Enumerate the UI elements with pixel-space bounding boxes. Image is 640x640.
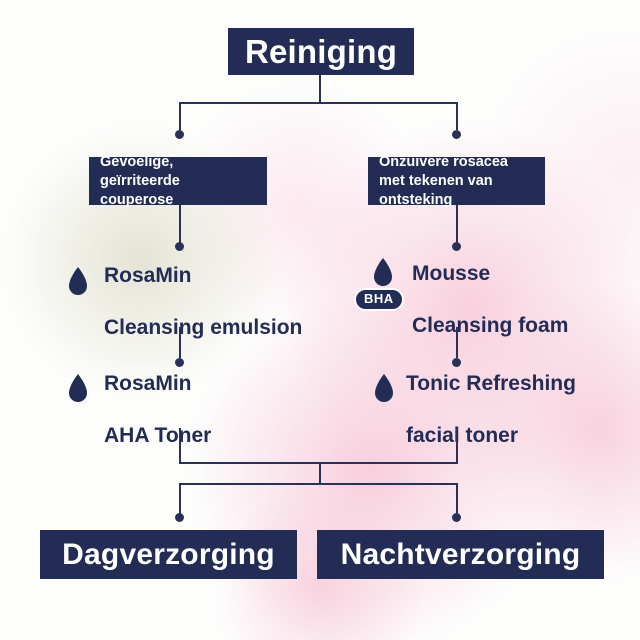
droplet-icon [69,374,87,402]
product-name: RosaMin AHA Toner [104,371,211,449]
condition-box-left: Gevoelige, geïrriteerde couperose [89,154,267,208]
connector-line [456,102,458,130]
product-name: Mousse Cleansing foam [412,261,568,339]
connector-line [179,102,458,104]
connector-dot [452,130,461,139]
connector-line [456,428,458,464]
product-line1: Mousse [412,262,491,285]
connector-dot [452,513,461,522]
connector-line [456,327,458,358]
connector-line [179,462,458,464]
condition-box-right: Onzuivere rosacea met tekenen van ontste… [368,154,545,208]
connector-dot [175,242,184,251]
connector-dot [175,358,184,367]
condition-label-right: Onzuivere rosacea met tekenen van ontste… [379,153,508,208]
product-line2: Cleansing foam [412,314,569,337]
product-line1: RosaMin [104,372,192,395]
root-node-label: Reiniging [244,32,398,70]
connector-line [179,483,181,514]
product-line1: RosaMin [104,264,192,287]
connector-line [179,102,181,130]
product-line1: Tonic Refreshing [406,372,576,395]
droplet-icon [374,258,392,286]
bha-badge-label: BHA [364,291,394,306]
connector-line [456,483,458,514]
connector-line [319,462,321,485]
product-line2: Cleansing emulsion [104,316,303,339]
outcome-label-night: Nachtverzorging [340,537,581,571]
connector-line [179,483,458,485]
connector-dot [175,513,184,522]
product-name: RosaMin Cleansing emulsion [104,263,302,341]
outcome-box-day: Dagverzorging [40,530,297,579]
droplet-icon [375,374,393,402]
outcome-label-day: Dagverzorging [62,537,275,571]
product-name: Tonic Refreshing facial toner [406,371,576,449]
droplet-icon [69,267,87,295]
connector-line [319,75,321,103]
connector-line [179,327,181,358]
connector-dot [175,130,184,139]
connector-line [456,205,458,243]
connector-line [179,205,181,243]
product-line2: facial toner [406,424,519,447]
connector-dot [452,242,461,251]
connector-dot [452,358,461,367]
root-node-box: Reiniging [228,28,414,75]
product-line2: AHA Toner [104,424,212,447]
bha-badge: BHA [354,288,404,311]
outcome-box-night: Nachtverzorging [317,530,604,579]
connector-line [179,428,181,464]
condition-label-left: Gevoelige, geïrriteerde couperose [100,153,180,208]
